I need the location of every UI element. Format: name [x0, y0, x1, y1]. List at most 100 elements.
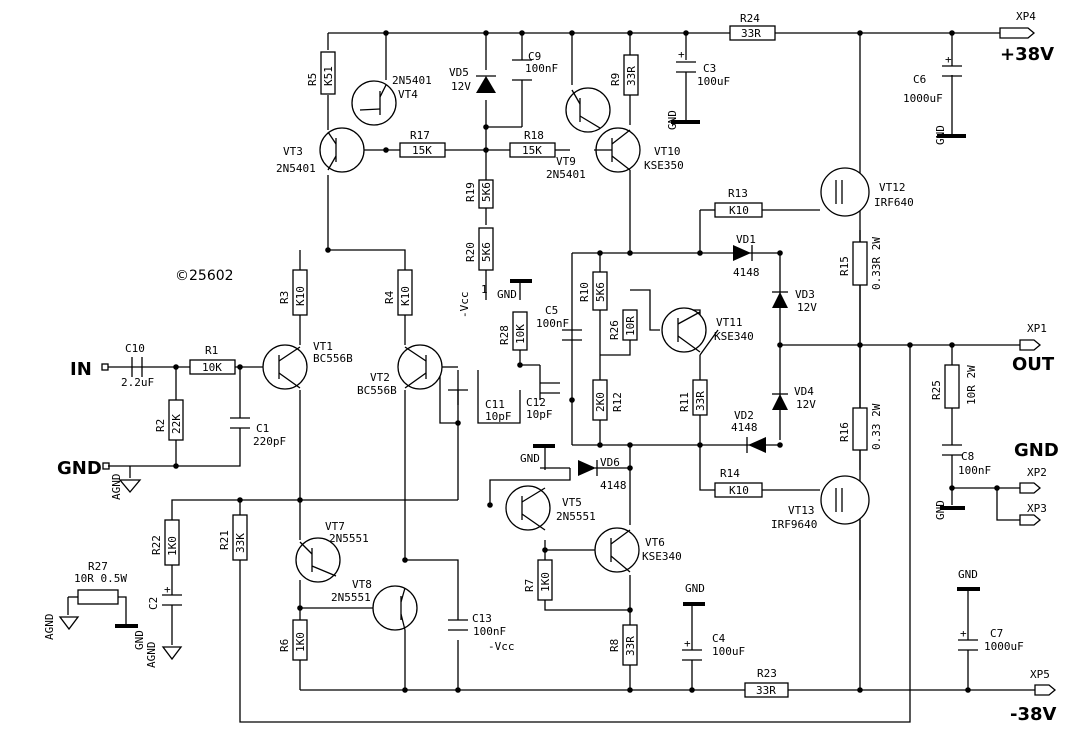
resistor-r14 [714, 482, 763, 498]
vt5-type: 2N5551 [556, 510, 596, 523]
transistor-vt4 [351, 80, 397, 126]
r2-value: 22K [170, 414, 183, 434]
vt11-ref: VT11 [716, 316, 743, 329]
vt7-ref: VT7 [325, 520, 345, 533]
power-bars [115, 120, 980, 628]
r26-value: 10R [624, 316, 637, 336]
c4-value: 100uF [712, 645, 745, 658]
c7-ref: C7 [990, 627, 1003, 640]
transistor-vt12 [820, 167, 870, 217]
resistor-r22 [164, 519, 180, 566]
port-out-label: OUT [1012, 354, 1055, 375]
r12-value: 2K0 [594, 392, 607, 412]
vd3-type: 12V [797, 301, 817, 314]
transistor-internals [278, 84, 843, 631]
c8-value: 100nF [958, 464, 991, 477]
c6-value: 1000uF [903, 92, 943, 105]
transistor-vt8 [372, 585, 418, 631]
vt4-ref: VT4 [398, 88, 418, 101]
r15-value: 0.33R 2W [870, 237, 883, 290]
r27-value: 10R 0.5W [74, 572, 127, 585]
vt7-type: 2N5551 [329, 532, 369, 545]
r25-value: 10R 2W [965, 365, 978, 405]
c1-ref: C1 [256, 422, 269, 435]
transistor-bodies [262, 80, 870, 631]
port-plus-label: +38V [1000, 44, 1054, 65]
r7-ref: R7 [523, 579, 536, 592]
vt2-type: BC556B [357, 384, 397, 397]
diode-vd6 [578, 460, 596, 476]
c10-value: 2.2uF [121, 376, 154, 389]
vt11-type: KSE340 [714, 330, 754, 343]
c13-value: 100nF [473, 625, 506, 638]
vt10-ref: VT10 [654, 145, 681, 158]
r8-value: 33R [624, 636, 637, 656]
vt8-type: 2N5551 [331, 591, 371, 604]
vd3-ref: VD3 [795, 288, 815, 301]
vcc-minus-label: -Vcc [488, 640, 515, 653]
r6-ref: R6 [278, 639, 291, 652]
r21-ref: R21 [218, 530, 231, 550]
c12-value: 10pF [526, 408, 553, 421]
resistor-r11 [692, 379, 708, 416]
vd6-ref: VD6 [600, 456, 620, 469]
vt12-ref: VT12 [879, 181, 906, 194]
resistor-r21 [232, 514, 248, 561]
vt4-type: 2N5401 [392, 74, 432, 87]
r27-ref: R27 [88, 560, 108, 573]
r5-value: K51 [322, 66, 335, 86]
c10-ref: C10 [125, 342, 145, 355]
vt10-type: KSE350 [644, 159, 684, 172]
r15-ref: R15 [838, 256, 851, 276]
diode-vd1 [733, 245, 751, 261]
vt1-type: BC556B [313, 352, 353, 365]
r7-value: 1K0 [539, 572, 552, 592]
vd4-type: 12V [796, 398, 816, 411]
vd2-ref: VD2 [734, 409, 754, 422]
r9-value: 33R [625, 66, 638, 86]
c12-ref: C12 [526, 396, 546, 409]
r13-ref: R13 [728, 187, 748, 200]
r1-value: 10K [202, 361, 222, 374]
transistor-vt1 [262, 344, 308, 390]
c11-ref: C11 [485, 398, 505, 411]
r20-ref: R20 [464, 242, 477, 262]
vt13-type: IRF9640 [771, 518, 817, 531]
r23-ref: R23 [757, 667, 777, 680]
c2-ref: C2 [147, 597, 160, 610]
r16-value: 0.33 2W [870, 403, 883, 450]
vt13-ref: VT13 [788, 504, 815, 517]
gnd-label: GND [958, 568, 978, 581]
r2-ref: R2 [154, 419, 167, 432]
r28-ref: R28 [498, 325, 511, 345]
vd5-type: 12V [451, 80, 471, 93]
wires [67, 32, 1035, 723]
c3-ref: C3 [703, 62, 716, 75]
vd1-type: 4148 [733, 266, 760, 279]
r11-value: 33R [694, 391, 707, 411]
c8-ref: C8 [961, 450, 974, 463]
r4-value: K10 [399, 286, 412, 306]
diode-bodies [476, 75, 788, 476]
transistor-vt5 [505, 485, 551, 531]
r11-ref: R11 [678, 392, 691, 412]
r24-value: 33R [741, 27, 761, 40]
transistor-vt3 [319, 127, 365, 173]
ground-symbols [58, 466, 183, 661]
vt5-ref: VT5 [562, 496, 582, 509]
svg-text:+: + [684, 637, 691, 650]
transistor-vt2 [397, 344, 443, 390]
resistor-r15 [852, 241, 868, 286]
resistor-r8 [622, 624, 638, 666]
r5-ref: R5 [306, 73, 319, 86]
c6-ref: C6 [913, 73, 926, 86]
transistor-vt11 [661, 307, 707, 353]
vcc-minus-label-rot: -Vcc [458, 292, 471, 319]
vt12-type: IRF640 [874, 196, 914, 209]
c7-value: 1000uF [984, 640, 1024, 653]
r22-ref: R22 [150, 535, 163, 555]
port-xp5-label: XP5 [1030, 668, 1050, 681]
r14-value: K10 [729, 484, 749, 497]
resistor-r10 [592, 271, 608, 311]
